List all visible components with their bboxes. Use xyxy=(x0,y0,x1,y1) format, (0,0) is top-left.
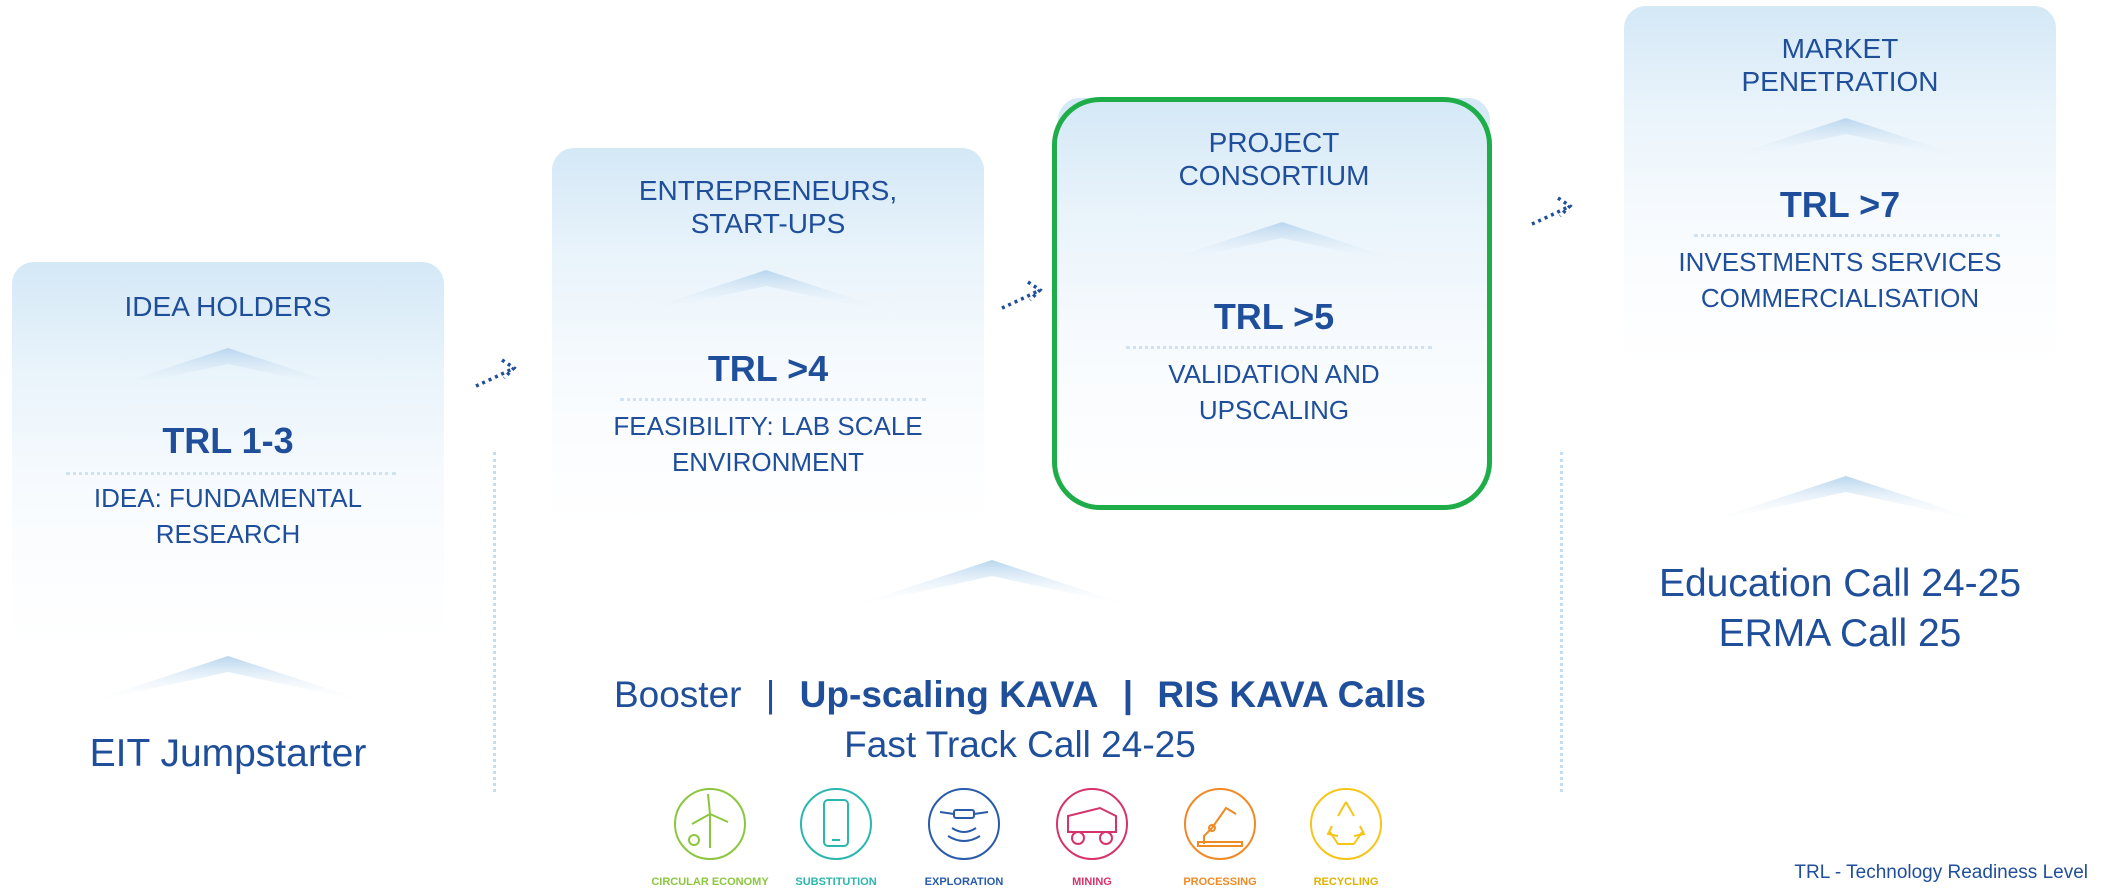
chevron-up-icon xyxy=(1700,476,1992,524)
call-upscaling-kava: Up-scaling KAVA xyxy=(799,674,1099,715)
chevron-up-icon xyxy=(82,656,374,704)
call-row-booster: Booster | Up-scaling KAVA | RIS KAVA Cal… xyxy=(500,674,1540,716)
stage-trl: TRL >7 xyxy=(1779,184,1901,225)
theme-label-exploration: EXPLORATION xyxy=(924,876,1004,888)
call-eit-jumpstarter: EIT Jumpstarter xyxy=(89,732,367,775)
stage-description: FEASIBILITY: LAB SCALE ENVIRONMENT xyxy=(613,411,923,477)
drone-icon xyxy=(928,788,1000,860)
divider xyxy=(493,452,496,792)
stage-header: ENTREPRENEURS, START-UPS xyxy=(638,175,898,239)
stage-header: MARKET PENETRATION xyxy=(1741,33,1939,97)
divider xyxy=(1126,346,1432,349)
call-fast-track: Fast Track Call 24-25 xyxy=(844,724,1196,765)
separator: | xyxy=(1122,674,1134,715)
stage-description: VALIDATION AND UPSCALING xyxy=(1168,359,1380,425)
stage-description: INVESTMENTS SERVICES COMMERCIALISATION xyxy=(1678,247,2002,313)
stage-panel-project-consortium: PROJECT CONSORTIUM TRL >5 VALIDATION AND… xyxy=(1058,98,1490,508)
chevron-up-icon xyxy=(82,348,374,396)
call-erma: ERMA Call 25 xyxy=(1718,612,1962,655)
stage-panel-entrepreneurs: ENTREPRENEURS, START-UPS TRL >4 FEASIBIL… xyxy=(552,148,984,528)
divider xyxy=(1694,234,2000,237)
separator: | xyxy=(765,674,776,715)
stage-trl: TRL >4 xyxy=(707,348,829,389)
stage-header: IDEA HOLDERS xyxy=(124,291,332,322)
call-education: Education Call 24-25 xyxy=(1658,562,2022,605)
robot-arm-icon xyxy=(1184,788,1256,860)
highlight-frame xyxy=(1052,97,1492,510)
divider xyxy=(66,472,396,475)
dotted-arrow-icon xyxy=(475,358,517,388)
theme-label-recycling: RECYCLING xyxy=(1313,876,1379,888)
stage-trl: TRL 1-3 xyxy=(162,420,294,461)
stage-panel-idea-holders: IDEA HOLDERS TRL 1-3 IDEA: FUNDAMENTAL R… xyxy=(12,262,444,642)
smartphone-icon xyxy=(800,788,872,860)
footnote: TRL - Technology Readiness Level xyxy=(1794,862,2088,883)
recycle-icon xyxy=(1310,788,1382,860)
theme-label-mining: MINING xyxy=(1072,876,1112,888)
divider xyxy=(1560,452,1563,792)
stage-panel-market-penetration: MARKET PENETRATION TRL >7 INVESTMENTS SE… xyxy=(1624,6,2056,366)
dotted-arrow-icon xyxy=(1531,196,1573,226)
theme-label-substitution: SUBSTITUTION xyxy=(795,876,877,888)
dotted-arrow-icon xyxy=(1001,280,1043,310)
call-ris-kava: RIS KAVA Calls xyxy=(1157,674,1427,715)
stage-description: IDEA: FUNDAMENTAL RESEARCH xyxy=(93,483,363,549)
stage-header: PROJECT CONSORTIUM xyxy=(1178,127,1370,191)
chevron-up-icon xyxy=(1700,118,1992,166)
theme-label-circular-economy: CIRCULAR ECONOMY xyxy=(651,876,769,888)
stage-trl: TRL >5 xyxy=(1213,296,1335,337)
mining-truck-icon xyxy=(1056,788,1128,860)
wind-turbine-icon xyxy=(674,788,746,860)
chevron-up-icon xyxy=(846,560,1138,608)
theme-label-processing: PROCESSING xyxy=(1183,876,1257,888)
divider xyxy=(620,398,926,401)
chevron-up-icon xyxy=(1136,222,1428,270)
chevron-up-icon xyxy=(620,270,912,318)
call-booster: Booster xyxy=(613,674,742,715)
